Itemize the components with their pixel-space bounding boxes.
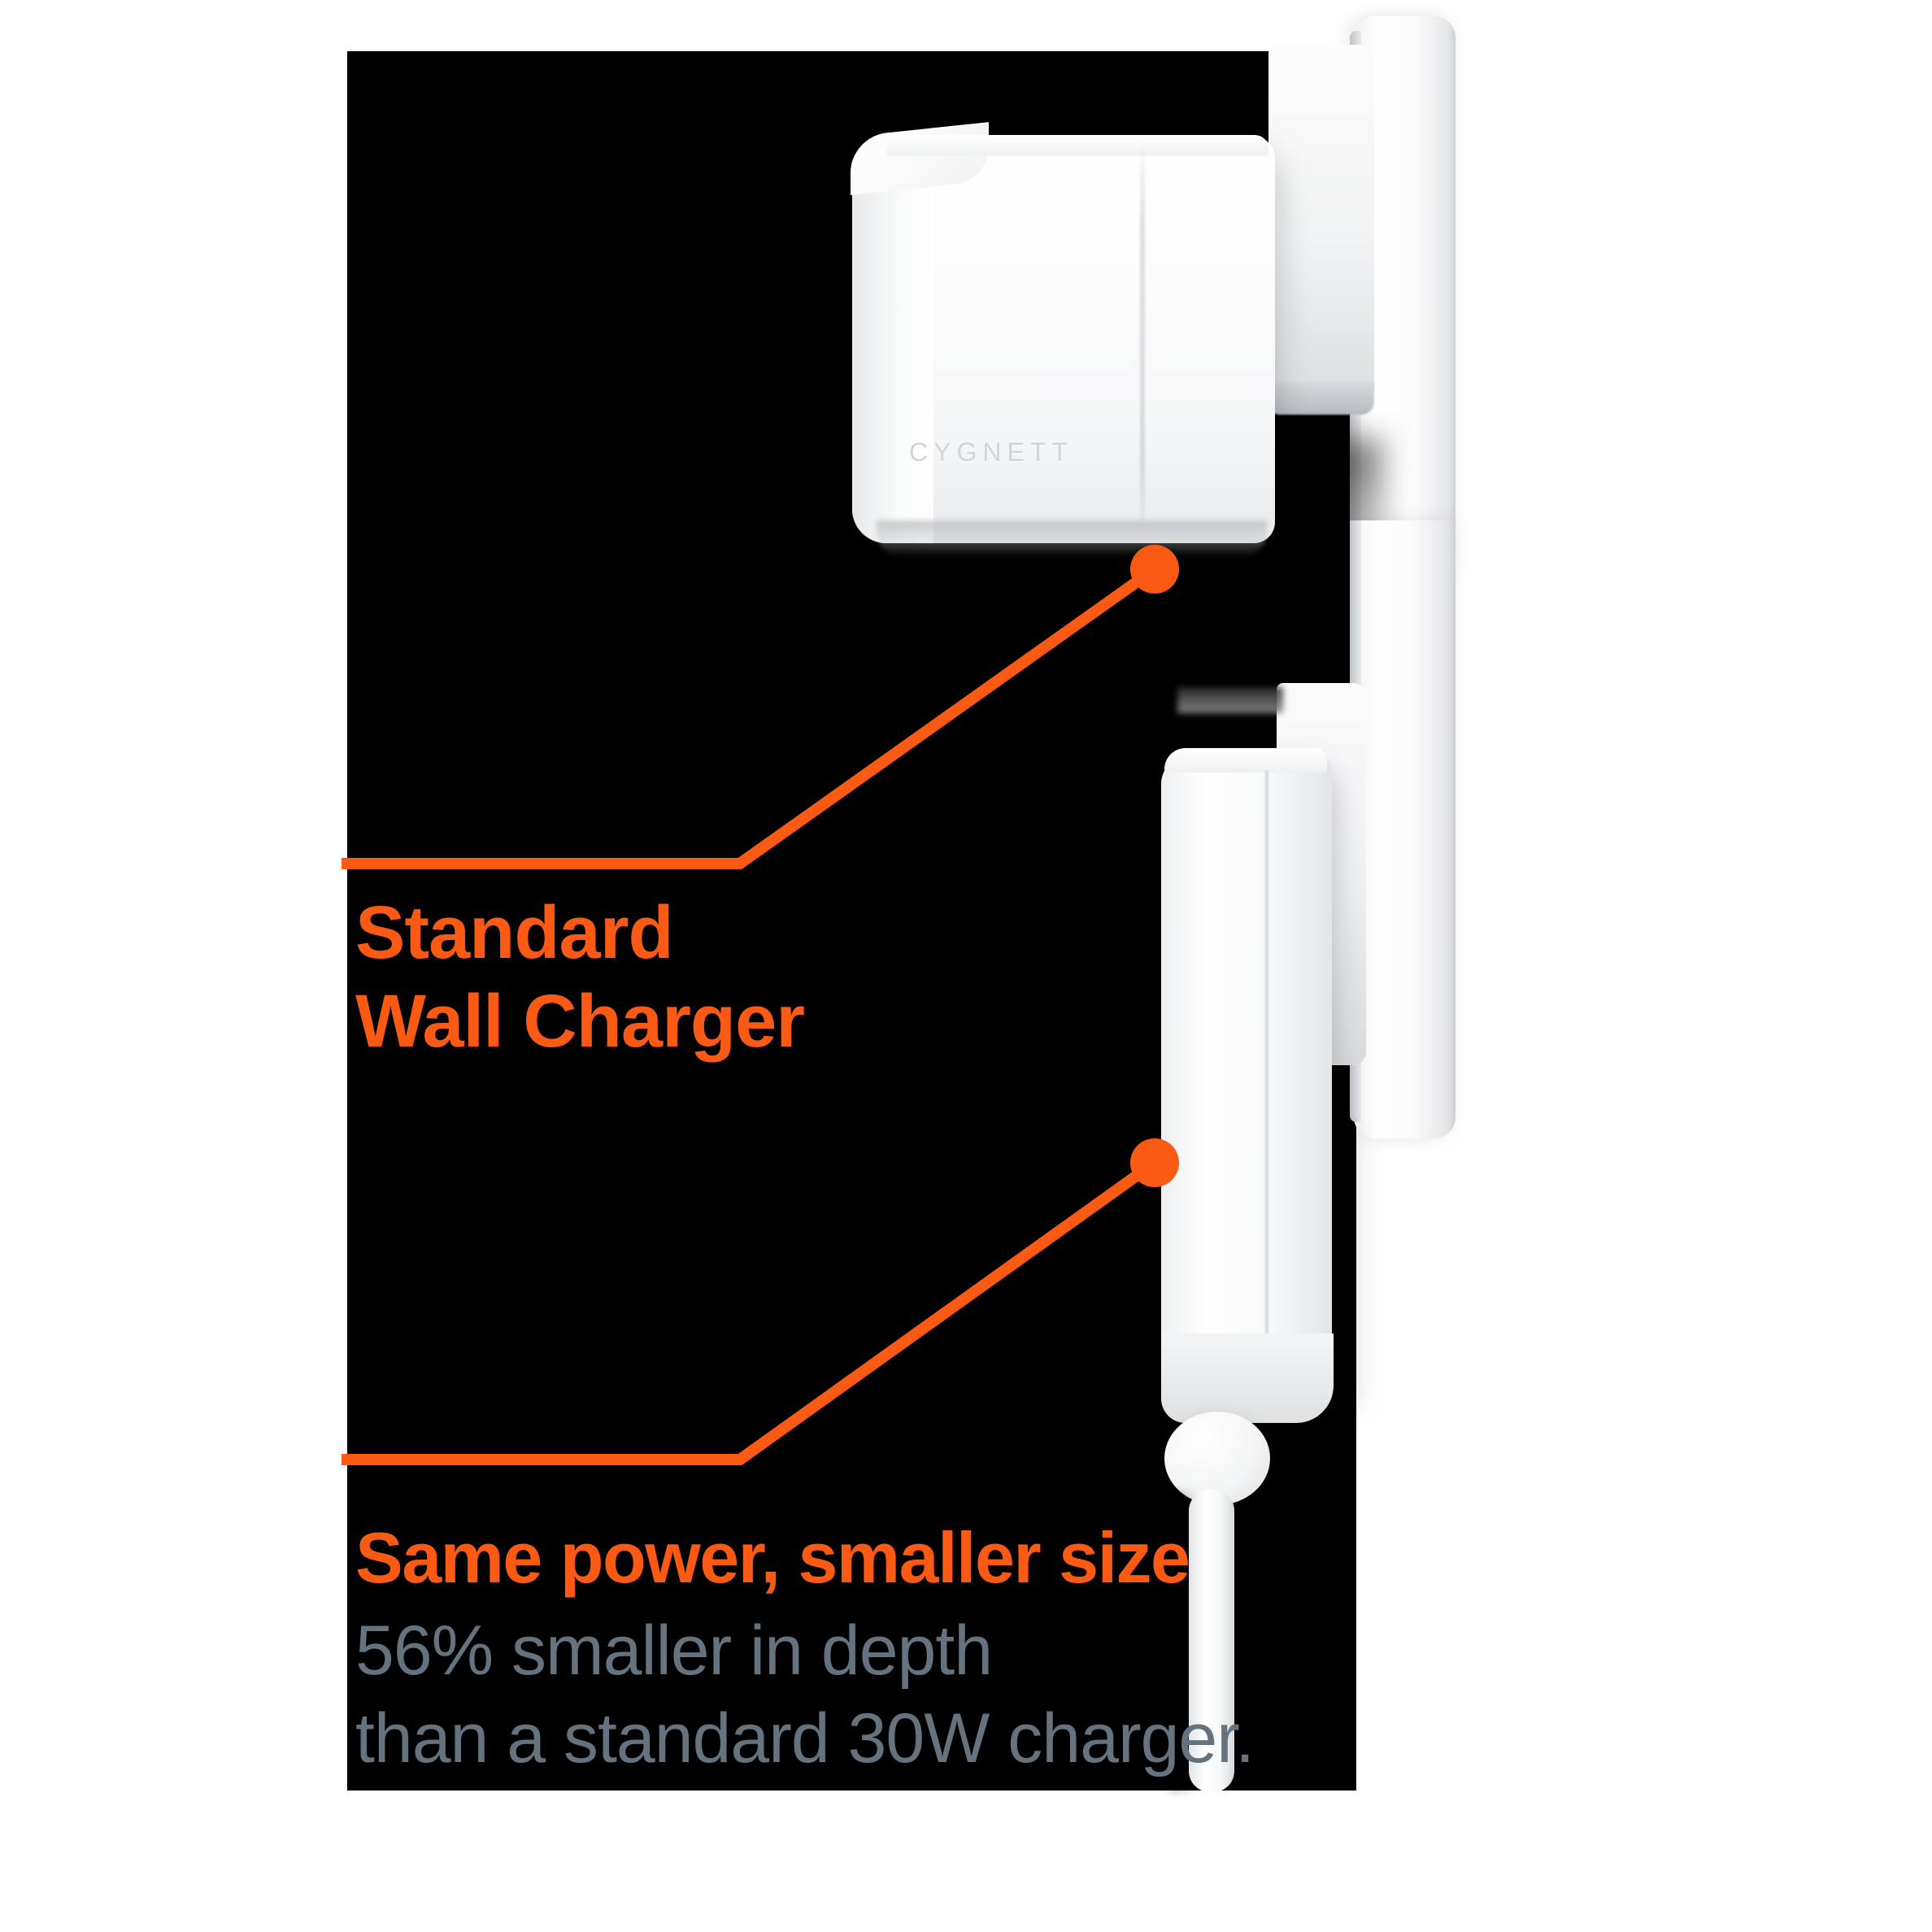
body-copy-depth-claim: 56% smaller in depth than a standard 30W… [355, 1612, 1255, 1778]
wall-plate-top [1354, 16, 1456, 585]
callout-same-power-smaller-size: Same power, smaller size [355, 1517, 1190, 1598]
callout-standard-wall-charger: Standard Wall Charger [355, 891, 805, 1063]
wall-plate-bottom [1354, 520, 1456, 1138]
